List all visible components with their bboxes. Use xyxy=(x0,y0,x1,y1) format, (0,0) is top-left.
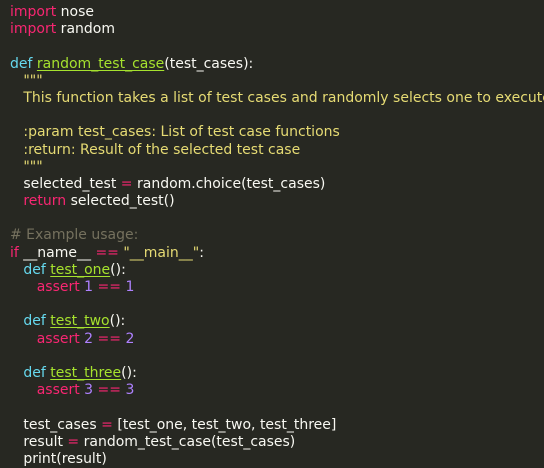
code-line: def test_three(): xyxy=(10,365,544,382)
code-text: selected_test xyxy=(10,175,121,192)
keyword: return xyxy=(10,193,67,210)
code-line: assert 3 == 3 xyxy=(10,382,544,399)
number: 1 xyxy=(79,279,94,295)
code-text: (): xyxy=(110,261,126,278)
code-text: (): xyxy=(121,364,137,381)
keyword: def xyxy=(10,261,46,278)
code-line: def test_one(): xyxy=(10,262,544,279)
keyword: assert xyxy=(10,330,80,347)
number: 3 xyxy=(121,382,135,399)
code-text: test_cases xyxy=(10,416,102,433)
operator: = xyxy=(120,175,133,192)
code-line: def test_two(): xyxy=(10,313,544,330)
code-text: nose xyxy=(56,4,95,20)
code-line-blank xyxy=(10,399,544,416)
function-name: test_three xyxy=(50,364,122,381)
code-text: random.choice(test_cases) xyxy=(132,175,326,192)
operator: == xyxy=(93,382,122,399)
docstring-line: """ xyxy=(10,158,43,175)
code-line-blank xyxy=(10,348,544,365)
operator: == xyxy=(95,244,119,261)
code-line: selected_test = random.choice(test_cases… xyxy=(10,176,544,193)
code-line: result = random_test_case(test_cases) xyxy=(10,434,544,451)
code-text: [test_one, test_two, test_three] xyxy=(112,416,337,433)
number: 2 xyxy=(121,330,135,347)
code-text: selected_test() xyxy=(66,193,175,210)
function-name: test_one xyxy=(50,261,111,278)
code-text: random xyxy=(56,21,115,38)
operator: == xyxy=(93,279,122,295)
operator: = xyxy=(101,416,113,433)
code-text: random_test_case(test_cases) xyxy=(79,433,296,450)
function-name: random_test_case xyxy=(36,55,165,72)
number: 3 xyxy=(79,382,94,399)
code-line: import nose xyxy=(10,4,544,21)
code-line-blank xyxy=(10,210,544,227)
keyword: import xyxy=(10,21,57,38)
docstring-line: :param test_cases: List of test case fun… xyxy=(10,124,340,141)
docstring-line: :return: Result of the selected test cas… xyxy=(10,141,301,158)
docstring-line: This function takes a list of test cases… xyxy=(10,89,544,106)
keyword: assert xyxy=(10,382,80,399)
operator: = xyxy=(67,433,80,450)
keyword: if xyxy=(10,244,19,261)
function-name: test_two xyxy=(50,313,110,330)
code-line-blank xyxy=(10,38,544,55)
code-text: (test_cases): xyxy=(164,55,254,72)
comment-line: # Example usage: xyxy=(10,227,139,244)
code-line: print(result) xyxy=(10,450,107,467)
keyword: def xyxy=(10,313,46,330)
number: 2 xyxy=(79,330,94,347)
keyword: def xyxy=(10,364,46,381)
code-line-blank xyxy=(10,107,544,124)
docstring-line: """ xyxy=(10,72,43,89)
code-text: : xyxy=(199,244,204,261)
code-line: assert 2 == 2 xyxy=(10,331,544,348)
code-line: import random xyxy=(10,21,544,38)
operator: == xyxy=(93,330,122,347)
code-text: (): xyxy=(109,313,126,330)
keyword: assert xyxy=(10,279,80,295)
keyword: import xyxy=(10,4,57,20)
code-text: result xyxy=(10,433,68,450)
code-text: __name__ xyxy=(18,244,96,261)
code-line: return selected_test() xyxy=(10,193,544,210)
string: "__main__" xyxy=(118,244,200,261)
number: 1 xyxy=(121,279,135,295)
keyword: def xyxy=(10,55,33,72)
code-line: if __name__ == "__main__": xyxy=(10,245,544,262)
code-line: def random_test_case(test_cases): xyxy=(10,56,544,73)
code-line: test_cases = [test_one, test_two, test_t… xyxy=(10,417,544,434)
code-line: assert 1 == 1 xyxy=(10,279,544,296)
code-line-blank xyxy=(10,296,544,313)
